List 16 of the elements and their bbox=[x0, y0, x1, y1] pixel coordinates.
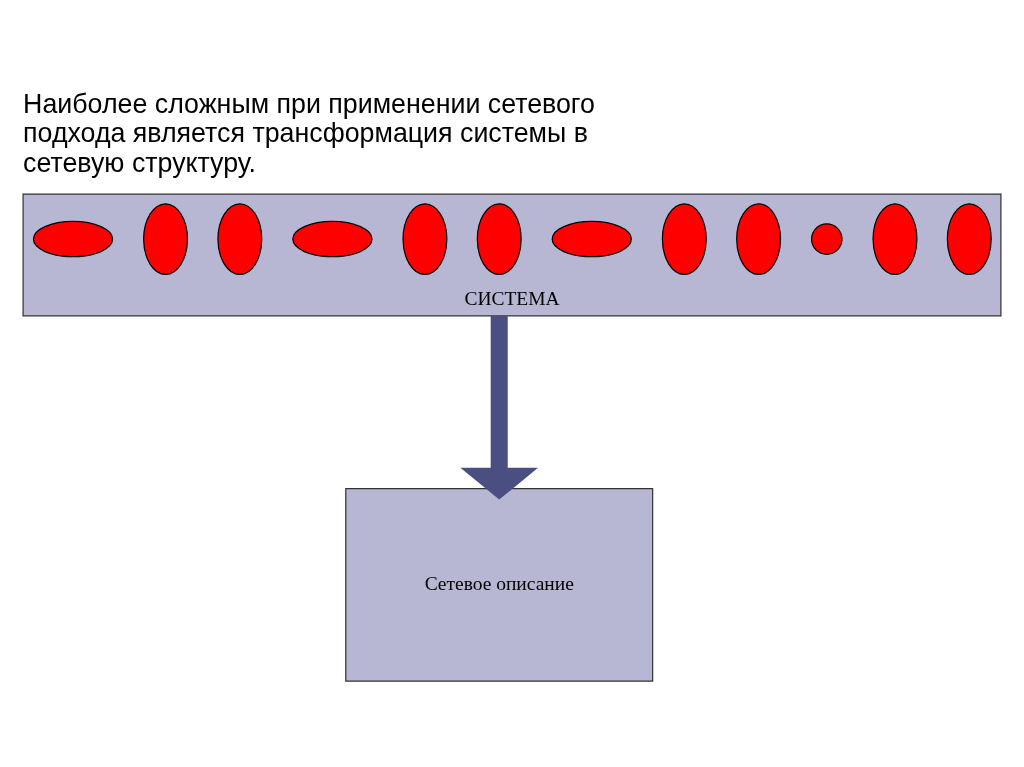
node-ellipse bbox=[32, 220, 114, 257]
node-ellipse bbox=[292, 220, 373, 257]
node-box: Сетевое описание bbox=[345, 487, 654, 682]
node-ellipse bbox=[402, 202, 448, 275]
node-ellipse bbox=[217, 202, 263, 275]
node-ellipse bbox=[143, 202, 189, 275]
node-ellipse bbox=[946, 202, 992, 275]
node-ellipse bbox=[736, 202, 782, 275]
diagram-title: Наиболее сложным при применении сетевого подхода является трансформация системы в сетевую структуру. bbox=[23, 88, 595, 178]
node-ellipse bbox=[872, 202, 918, 275]
node-ellipse bbox=[476, 202, 522, 275]
cluster: СИСТЕМА bbox=[22, 192, 1002, 316]
node-ellipse bbox=[551, 220, 632, 257]
node-ellipse bbox=[661, 202, 707, 275]
node-circle bbox=[810, 222, 843, 255]
arrow bbox=[460, 315, 539, 500]
